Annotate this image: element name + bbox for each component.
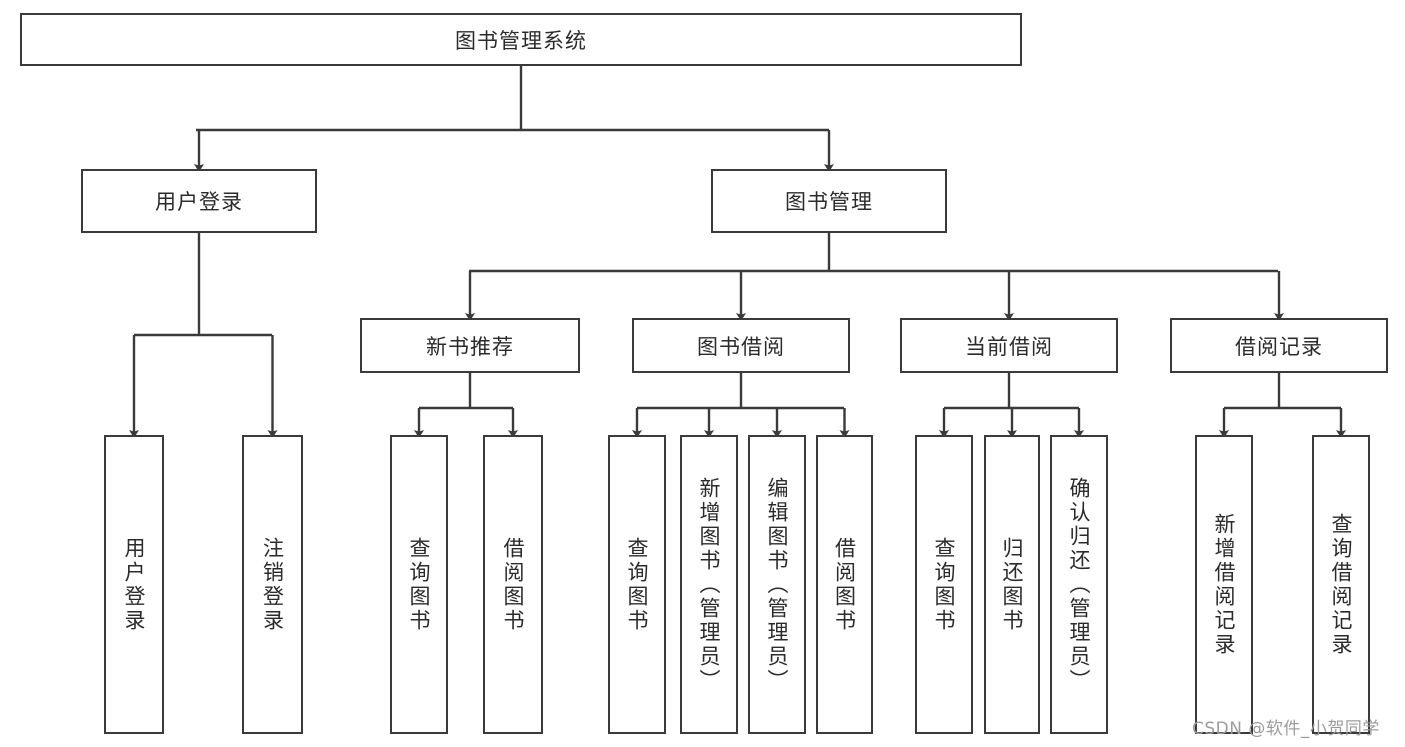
node-book-borrow-label: 图书借阅 (697, 334, 785, 359)
leaf-query-book-current-label: 查询图书 (932, 536, 957, 633)
leaf-edit-book-admin[interactable]: 编辑图书（管理员） (748, 435, 806, 734)
leaf-query-borrow-record[interactable]: 查询借阅记录 (1312, 435, 1370, 734)
node-borrow-record[interactable]: 借阅记录 (1170, 318, 1388, 373)
leaf-query-book-borrow-label: 查询图书 (625, 536, 650, 633)
leaf-add-book-admin[interactable]: 新增图书（管理员） (680, 435, 738, 734)
leaf-borrow-book-label: 借阅图书 (832, 536, 857, 633)
node-user-login[interactable]: 用户登录 (81, 169, 317, 233)
leaf-query-book-recommend[interactable]: 查询图书 (390, 435, 448, 734)
leaf-add-borrow-record-label: 新增借阅记录 (1212, 512, 1237, 657)
leaf-query-book-recommend-label: 查询图书 (407, 536, 432, 633)
node-root[interactable]: 图书管理系统 (20, 13, 1022, 66)
leaf-logout-login-label: 注销登录 (260, 536, 285, 633)
node-current-borrow[interactable]: 当前借阅 (900, 318, 1118, 373)
leaf-borrow-book-recommend[interactable]: 借阅图书 (483, 435, 543, 734)
leaf-query-book-borrow[interactable]: 查询图书 (608, 435, 666, 734)
node-book-borrow[interactable]: 图书借阅 (632, 318, 850, 373)
node-root-label: 图书管理系统 (455, 28, 587, 53)
leaf-return-book-label: 归还图书 (1000, 536, 1025, 633)
leaf-confirm-return-admin[interactable]: 确认归还（管理员） (1050, 435, 1108, 734)
node-current-borrow-label: 当前借阅 (965, 334, 1053, 359)
leaf-return-book[interactable]: 归还图书 (984, 435, 1040, 734)
leaf-query-book-current[interactable]: 查询图书 (915, 435, 973, 734)
leaf-logout-login[interactable]: 注销登录 (242, 435, 303, 734)
node-user-login-label: 用户登录 (155, 190, 243, 214)
leaf-edit-book-admin-label: 编辑图书（管理员） (765, 476, 790, 693)
node-borrow-record-label: 借阅记录 (1235, 334, 1323, 359)
csdn-watermark: CSDN @软件_小贺同学 (1192, 719, 1380, 739)
leaf-borrow-book[interactable]: 借阅图书 (816, 435, 873, 734)
edge-group (129, 66, 1346, 438)
leaf-query-borrow-record-label: 查询借阅记录 (1329, 512, 1354, 657)
node-book-management-label: 图书管理 (785, 190, 873, 214)
leaf-user-login-label: 用户登录 (122, 536, 147, 633)
leaf-add-book-admin-label: 新增图书（管理员） (697, 476, 722, 693)
leaf-confirm-return-admin-label: 确认归还（管理员） (1067, 476, 1092, 693)
leaf-borrow-book-recommend-label: 借阅图书 (501, 536, 526, 633)
node-new-book-recommend[interactable]: 新书推荐 (360, 318, 580, 373)
leaf-add-borrow-record[interactable]: 新增借阅记录 (1195, 435, 1253, 734)
node-new-book-recommend-label: 新书推荐 (426, 334, 514, 359)
node-book-management[interactable]: 图书管理 (711, 169, 947, 233)
leaf-user-login[interactable]: 用户登录 (104, 435, 164, 734)
